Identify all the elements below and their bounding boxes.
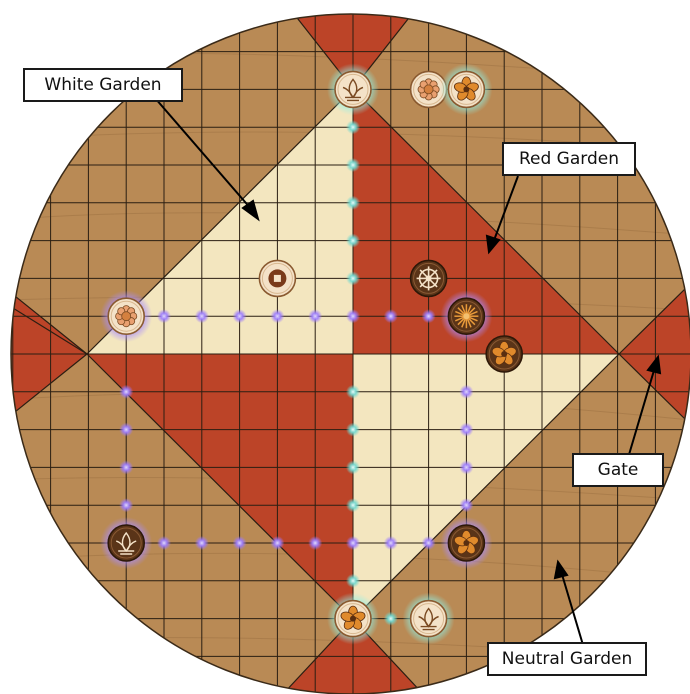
jasmine-icon	[454, 304, 478, 328]
gate-label: Gate	[572, 453, 664, 487]
wheel-icon	[417, 266, 441, 290]
teal-move-marker[interactable]	[346, 498, 360, 512]
white-lotus-tile-left[interactable]	[100, 517, 152, 569]
purple-move-marker[interactable]	[459, 460, 473, 474]
white-wheel-tile[interactable]	[259, 260, 295, 296]
purple-move-marker[interactable]	[459, 423, 473, 437]
purple-move-marker[interactable]	[422, 536, 436, 550]
dark-jasmine-tile[interactable]	[440, 290, 492, 342]
purple-move-marker[interactable]	[195, 309, 209, 323]
purple-move-marker[interactable]	[459, 385, 473, 399]
purple-move-marker[interactable]	[233, 536, 247, 550]
teal-move-marker[interactable]	[346, 574, 360, 588]
teal-move-marker[interactable]	[346, 158, 360, 172]
neutral-garden-label: Neutral Garden	[487, 642, 647, 676]
purple-move-marker[interactable]	[119, 460, 133, 474]
white-lotus-tile[interactable]	[327, 63, 379, 115]
dark-wheel-tile[interactable]	[411, 260, 447, 296]
red-garden-label: Red Garden	[502, 142, 636, 176]
rose-icon	[116, 306, 137, 327]
teal-move-marker[interactable]	[346, 234, 360, 248]
dark-flower-tile-center[interactable]	[486, 336, 522, 372]
purple-move-marker[interactable]	[346, 536, 360, 550]
white-garden-label: White Garden	[23, 68, 183, 102]
purple-move-marker[interactable]	[459, 498, 473, 512]
teal-move-marker[interactable]	[346, 271, 360, 285]
purple-move-marker[interactable]	[308, 536, 322, 550]
purple-move-marker[interactable]	[384, 309, 398, 323]
teal-move-marker[interactable]	[346, 423, 360, 437]
teal-move-marker[interactable]	[346, 460, 360, 474]
purple-move-marker[interactable]	[157, 309, 171, 323]
white-lotus-tile-bottom[interactable]	[403, 593, 455, 645]
purple-move-marker[interactable]	[384, 536, 398, 550]
purple-move-marker[interactable]	[422, 309, 436, 323]
teal-move-marker[interactable]	[346, 120, 360, 134]
purple-move-marker[interactable]	[346, 309, 360, 323]
purple-move-marker[interactable]	[157, 536, 171, 550]
square-icon	[268, 269, 286, 287]
white-rose-tile-left[interactable]	[100, 290, 152, 342]
rose-icon	[418, 79, 439, 100]
dark-flower-tile-bottom[interactable]	[440, 517, 492, 569]
teal-move-marker[interactable]	[384, 612, 398, 626]
teal-move-marker[interactable]	[346, 385, 360, 399]
orange-flower-tile[interactable]	[440, 63, 492, 115]
purple-move-marker[interactable]	[119, 385, 133, 399]
purple-move-marker[interactable]	[195, 536, 209, 550]
teal-move-marker[interactable]	[346, 196, 360, 210]
purple-move-marker[interactable]	[308, 309, 322, 323]
orange-flower-tile-bottom[interactable]	[327, 593, 379, 645]
purple-move-marker[interactable]	[270, 309, 284, 323]
purple-move-marker[interactable]	[119, 423, 133, 437]
purple-move-marker[interactable]	[270, 536, 284, 550]
purple-move-marker[interactable]	[233, 309, 247, 323]
purple-move-marker[interactable]	[119, 498, 133, 512]
